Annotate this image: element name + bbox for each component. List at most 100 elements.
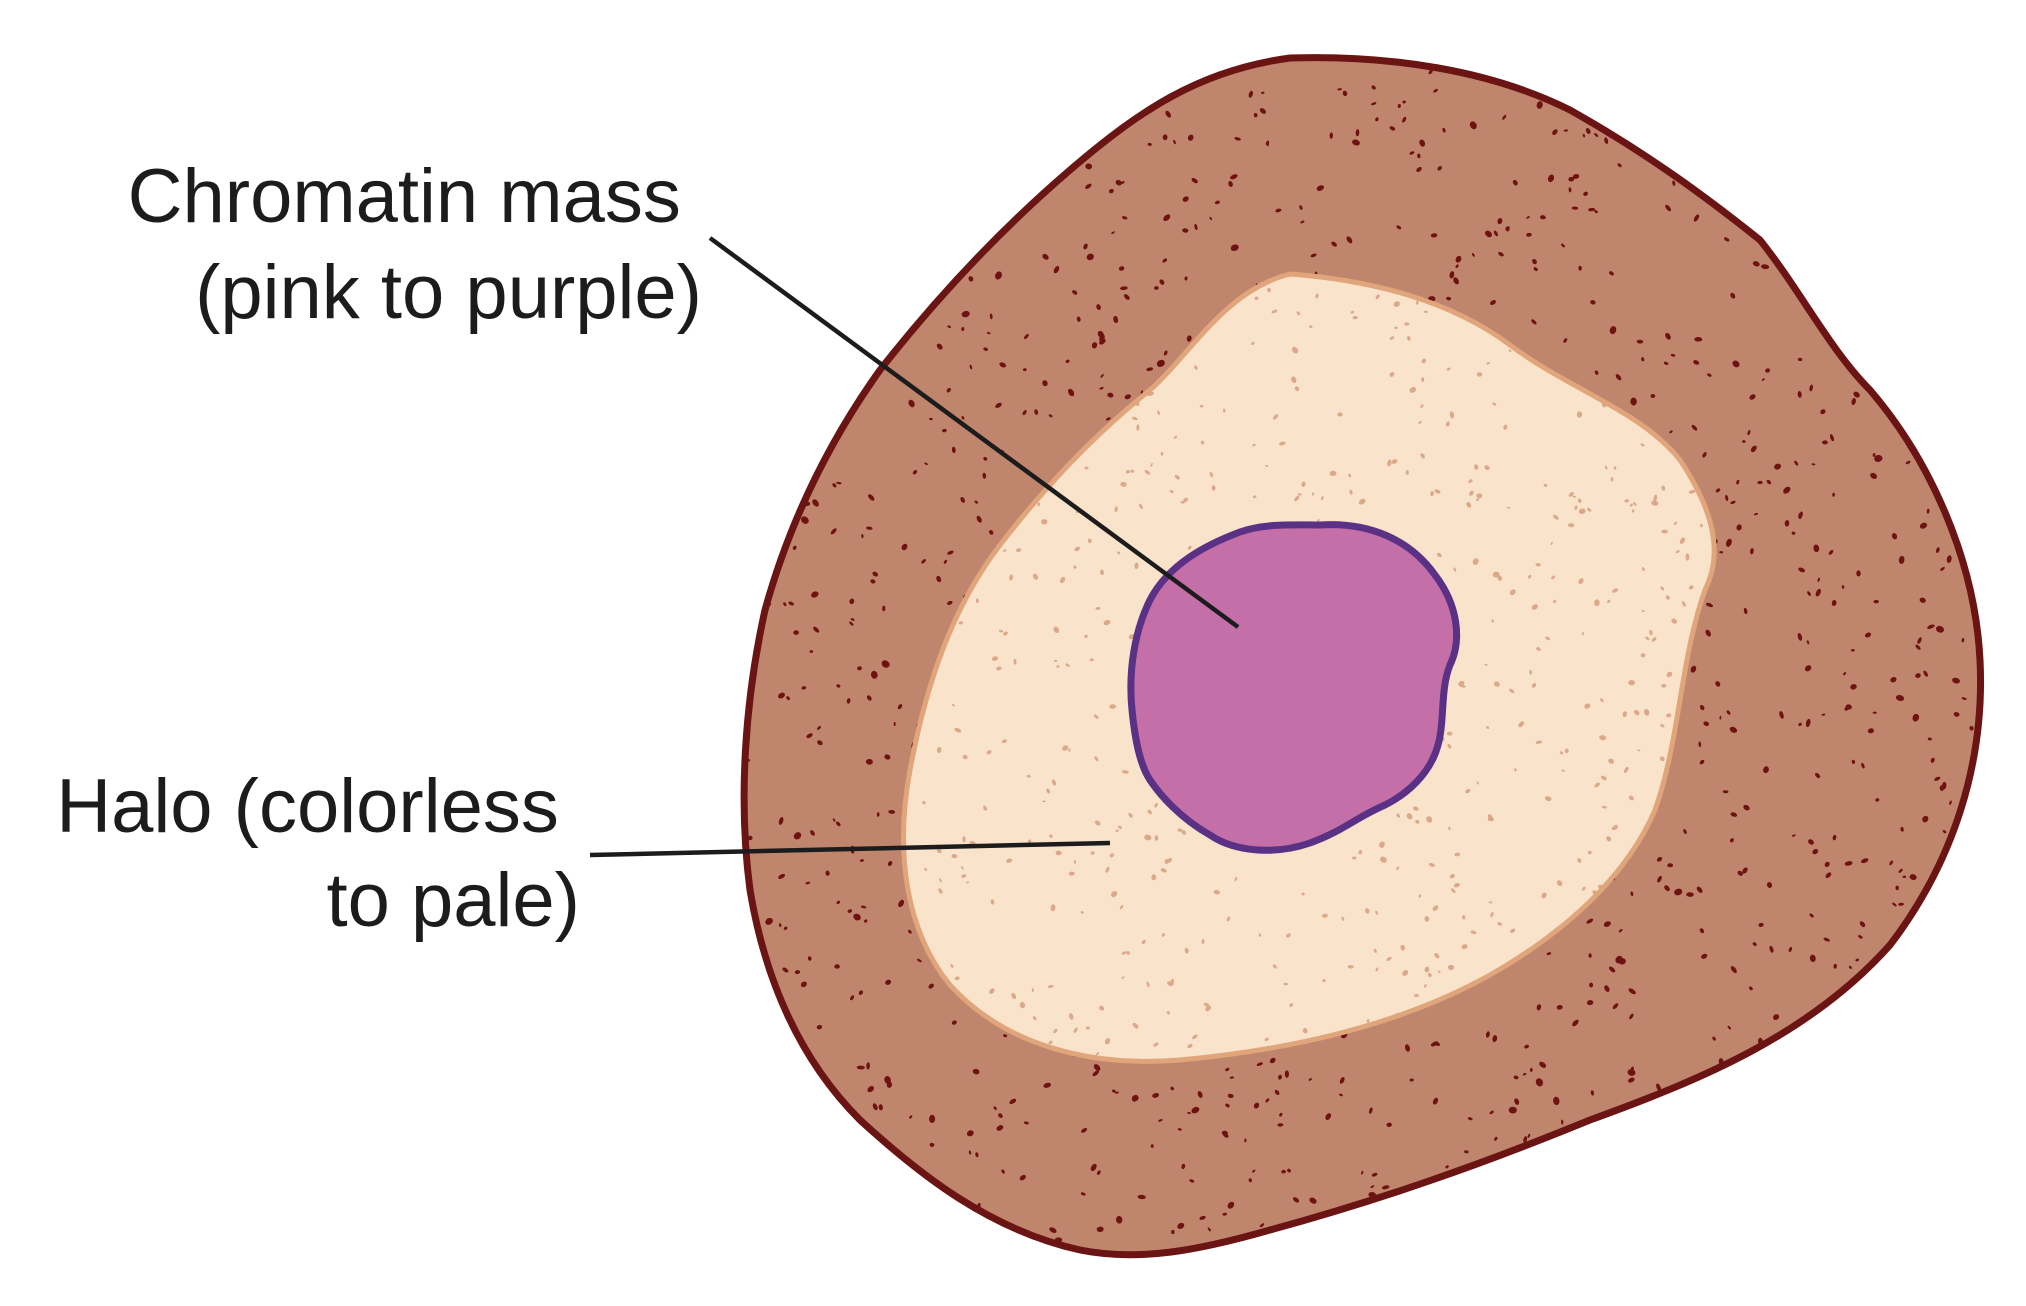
granule (1068, 1013, 1074, 1020)
granule (1960, 1134, 1963, 1139)
chromatin-label-line2: (pink to purple) (195, 250, 702, 335)
granule (908, 929, 912, 934)
granule (1968, 548, 1973, 553)
granule (882, 605, 886, 612)
granule (1730, 292, 1736, 299)
granule (1225, 1103, 1230, 1108)
granule (1636, 339, 1644, 344)
granule (887, 860, 893, 867)
granule (1595, 1132, 1601, 1140)
granule (861, 534, 864, 539)
granule (1120, 181, 1125, 185)
granule (1117, 551, 1121, 555)
granule (1312, 492, 1315, 496)
granule (1041, 519, 1048, 525)
granule (866, 526, 873, 530)
granule (1928, 401, 1932, 406)
granule (1843, 672, 1847, 676)
granule (1653, 494, 1658, 502)
granule (1040, 1249, 1045, 1252)
granule (875, 1177, 883, 1183)
granule (1757, 480, 1763, 485)
granule (1464, 1150, 1469, 1154)
granule (1453, 567, 1457, 572)
granule (818, 57, 823, 59)
granule (1209, 216, 1213, 221)
granule (1854, 168, 1858, 173)
granule (1705, 629, 1711, 637)
granule (1566, 1213, 1573, 1221)
granule (1874, 455, 1883, 462)
granule (1535, 51, 1541, 57)
granule (1761, 264, 1770, 270)
granule (1784, 520, 1790, 527)
granule (1271, 309, 1278, 314)
granule (1696, 886, 1703, 893)
granule (1739, 1236, 1745, 1245)
granule (866, 1062, 870, 1070)
granule (881, 660, 890, 668)
granule (1977, 1063, 1981, 1071)
granule (1527, 1133, 1531, 1138)
granule (1437, 970, 1441, 974)
granule (1935, 625, 1945, 633)
granule (1085, 183, 1092, 189)
granule (1430, 491, 1434, 497)
granule (1845, 704, 1852, 710)
granule (989, 530, 994, 535)
granule (1958, 154, 1966, 160)
granule (1211, 485, 1216, 491)
granule (1727, 1025, 1732, 1030)
granule (812, 499, 819, 507)
granule (1183, 497, 1188, 503)
granule (1252, 495, 1257, 499)
granule (1547, 174, 1555, 183)
granule (910, 172, 916, 178)
granule (1150, 462, 1153, 467)
granule (1608, 758, 1614, 764)
granule (1629, 1013, 1634, 1020)
granule (1476, 372, 1483, 377)
granule (1147, 809, 1152, 815)
granule (1227, 1201, 1235, 1209)
granule (1415, 819, 1420, 824)
granule (956, 259, 963, 267)
granule (1419, 139, 1426, 147)
granule (1187, 1043, 1193, 1049)
granule (1699, 759, 1705, 765)
granule (1842, 1147, 1847, 1151)
granule (1752, 942, 1757, 946)
granule (780, 57, 786, 60)
granule (1156, 359, 1165, 367)
granule (1309, 325, 1313, 328)
granule (1671, 618, 1678, 624)
granule (1539, 1181, 1547, 1187)
granule (1732, 360, 1740, 368)
granule (1259, 108, 1266, 114)
granule (1722, 1082, 1728, 1088)
granule (1111, 891, 1114, 897)
granule (1177, 1222, 1185, 1229)
granule (1666, 713, 1672, 718)
granule (942, 1214, 946, 1219)
granule (814, 421, 820, 427)
granule (1244, 1138, 1247, 1143)
granule (774, 1083, 781, 1089)
granule (1192, 1034, 1198, 1040)
granule (1732, 70, 1736, 78)
granule (1683, 828, 1687, 835)
granule (788, 601, 795, 606)
granule (1673, 521, 1678, 525)
granule (1065, 359, 1070, 364)
granule (1482, 1216, 1488, 1224)
granule (1400, 944, 1406, 951)
granule (1056, 665, 1060, 668)
granule (1809, 954, 1816, 962)
granule (1194, 365, 1198, 370)
granule (796, 385, 803, 389)
granule (1892, 902, 1897, 907)
granule (1107, 392, 1114, 398)
granule (1949, 800, 1952, 805)
granule (1173, 435, 1178, 439)
granule (836, 481, 842, 485)
